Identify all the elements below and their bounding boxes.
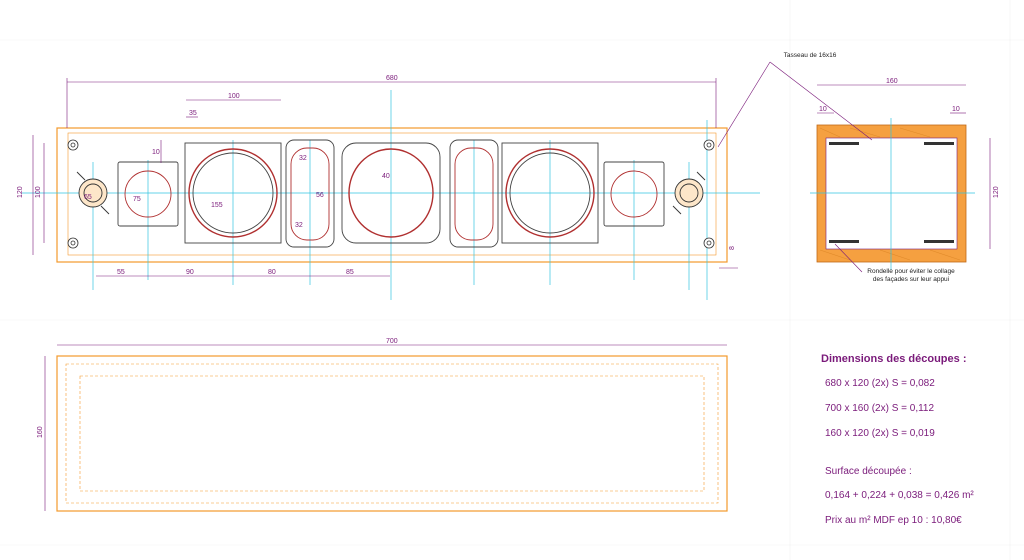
dim-40: 40	[382, 173, 390, 180]
cut-line-3: 160 x 120 (2x) S = 0,019	[825, 428, 935, 439]
dim-80: 80	[268, 269, 276, 276]
cut-line-1: 680 x 120 (2x) S = 0,082	[825, 378, 935, 389]
dim-120: 120	[17, 186, 24, 198]
left-tweeter	[117, 161, 179, 227]
dim-100: 100	[228, 93, 240, 100]
dim-35: 35	[189, 110, 197, 117]
right-woofer	[501, 142, 599, 244]
right-terminal	[672, 171, 706, 215]
bottom-panel-view: 700 160	[37, 338, 728, 512]
left-woofer	[184, 142, 282, 244]
left-terminal	[76, 171, 110, 215]
dim-32-top: 32	[299, 155, 307, 162]
dim-155: 155	[211, 202, 223, 209]
dim-55: 55	[117, 269, 125, 276]
dim-side-120: 120	[993, 186, 1000, 198]
surface-title: Surface découpée :	[825, 466, 912, 477]
center-driver	[341, 142, 441, 244]
dim-85: 85	[346, 269, 354, 276]
dim-700: 700	[386, 338, 398, 345]
dim-32-bottom: 32	[295, 222, 303, 229]
dim-side-10-left: 10	[819, 106, 827, 113]
cut-list-title: Dimensions des découpes :	[821, 353, 967, 365]
dim-side-10-right: 10	[952, 106, 960, 113]
right-tweeter	[603, 161, 665, 227]
surface-value: 0,164 + 0,224 + 0,038 = 0,426 m²	[825, 490, 974, 501]
dim-160: 160	[886, 78, 898, 85]
dim-bottom-160: 160	[37, 426, 44, 438]
rondelle-note: Rondelle pour éviter le collage des faça…	[846, 268, 976, 284]
left-oval-driver	[285, 139, 335, 248]
side-panel-view: 160 10 10 120	[717, 61, 1000, 273]
wood-grain	[819, 127, 961, 261]
cut-line-2: 700 x 160 (2x) S = 0,112	[825, 403, 935, 414]
dim-8: 8	[729, 246, 736, 250]
corner-bolts	[67, 139, 715, 249]
front-axes	[22, 90, 760, 300]
dim-65: 65	[84, 194, 92, 201]
tasseau-note: Tasseau de 16x16	[783, 52, 837, 59]
dim-100-height: 100	[35, 186, 42, 198]
rondelle-line-1: Rondelle pour éviter le collage	[867, 268, 955, 275]
rondelle-line-2: des façades sur leur appui	[872, 276, 950, 283]
front-dimension-lines	[32, 78, 738, 277]
front-panel-outline	[56, 127, 728, 263]
dim-56: 56	[316, 192, 324, 199]
front-panel-inner	[67, 132, 717, 256]
price-line: Prix au m² MDF ep 10 : 10,80€	[825, 515, 962, 526]
front-panel-view: 680 100 35 10 120 100 55 90 80 85 65 75 …	[17, 75, 760, 300]
right-oval-driver	[449, 139, 499, 248]
screws	[829, 142, 954, 243]
dim-90: 90	[186, 269, 194, 276]
dim-680: 680	[386, 75, 398, 82]
dim-10: 10	[152, 149, 160, 156]
dim-75: 75	[133, 196, 141, 203]
